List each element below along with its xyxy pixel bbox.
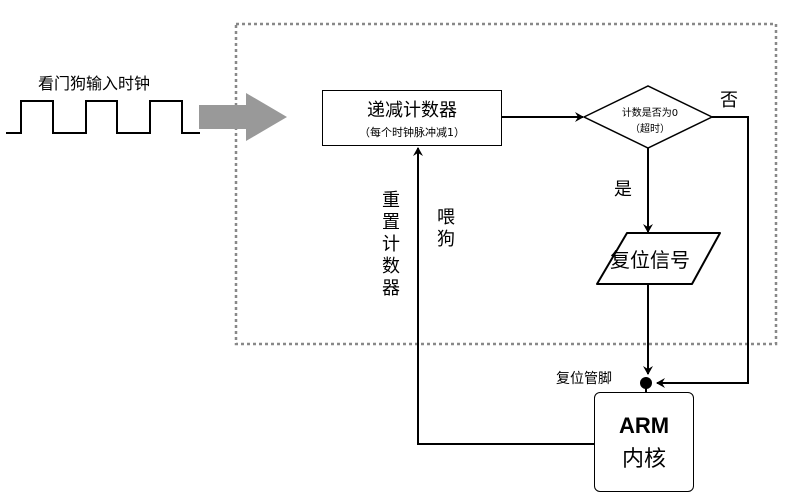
reset-signal-label: 复位信号 [610,248,690,272]
counter-subtitle: （每个时钟脉冲减1） [359,126,465,139]
arm-core-box: ARM 内核 [594,392,694,492]
decision-question: 计数是否为0 [621,108,679,119]
clock-input-label: 看门狗输入时钟 [38,74,151,93]
reset-pin-label: 复位管脚 [556,371,612,387]
clock-input-arrow [199,93,287,141]
reset-counter-label: 重置计数器 [382,190,400,299]
feed-dog-label: 喂狗 [437,207,455,250]
connector-feedback-arm-to-counter [413,147,594,445]
arm-core-subtitle: 内核 [621,447,666,472]
reset-signal-shape [596,232,721,285]
decision-no-label: 否 [720,90,738,111]
counter-title: 递减计数器 [367,100,457,121]
connector-decision-no-path [656,116,749,388]
clock-waveform [6,100,200,134]
arm-core-title: ARM [618,413,670,438]
decision-yes-label: 是 [614,179,632,200]
decision-timeout-note: （超时） [630,124,670,135]
watchdog-region-border [234,22,778,346]
down-counter-box: 递减计数器 （每个时钟脉冲减1） [322,90,502,146]
